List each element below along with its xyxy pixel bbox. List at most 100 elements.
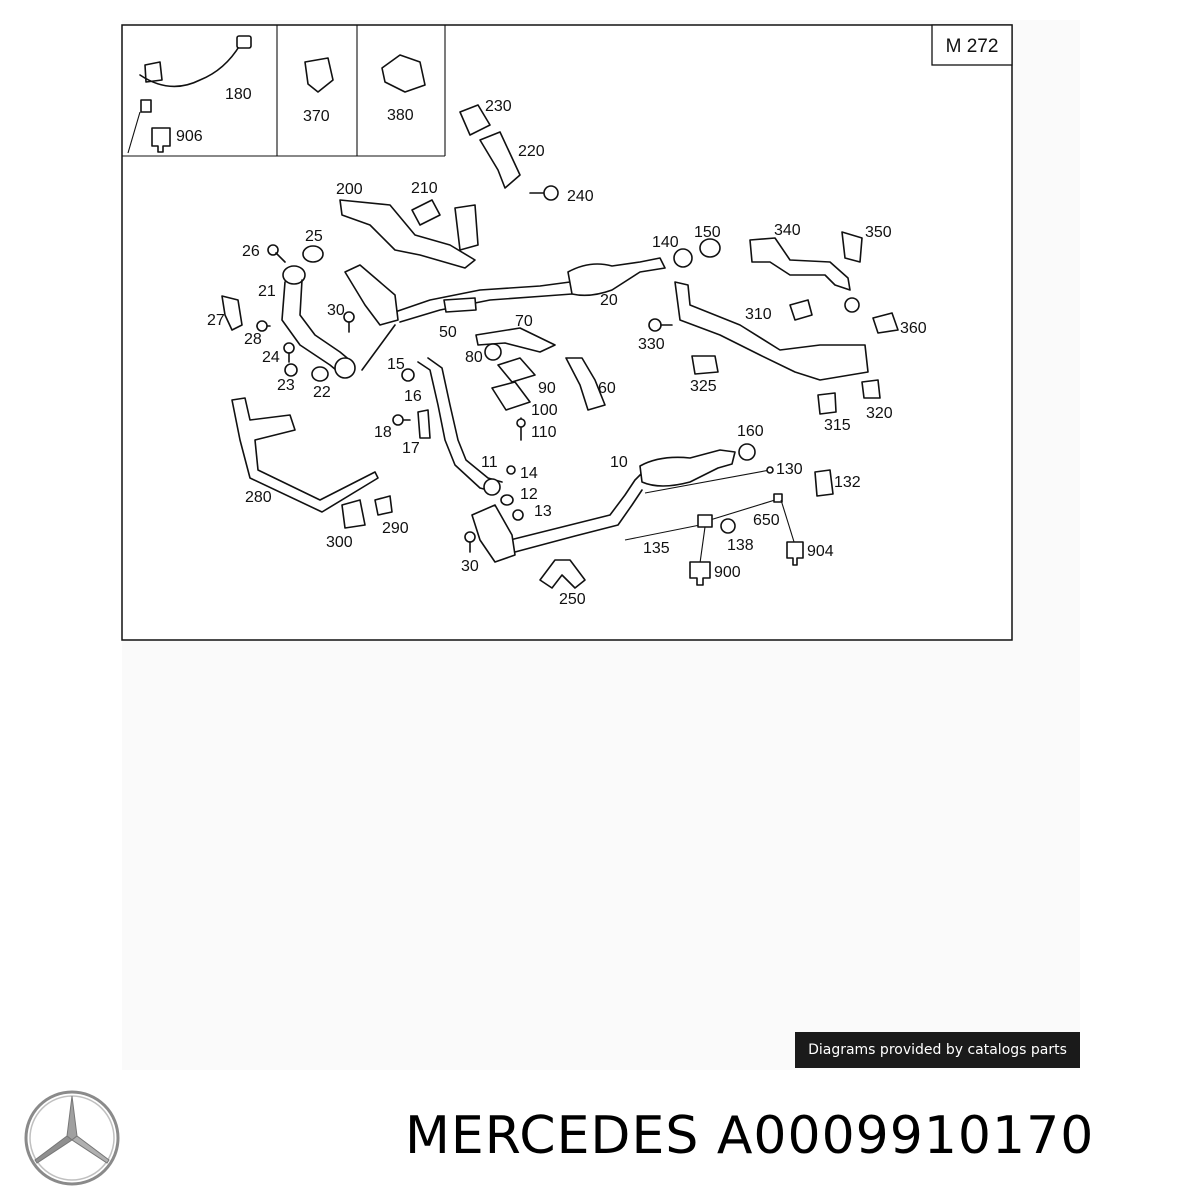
connector-904-shape bbox=[786, 541, 804, 566]
part-label-370: 370 bbox=[303, 108, 330, 125]
part-label-14: 14 bbox=[520, 465, 538, 482]
product-title: MERCEDES A0009910170 bbox=[405, 1106, 1095, 1166]
bracket-340-shape bbox=[749, 237, 851, 291]
part-label-24: 24 bbox=[262, 349, 280, 366]
bracket-290-shape bbox=[374, 495, 393, 516]
connector-132-shape bbox=[814, 469, 834, 497]
inset-boxes bbox=[122, 25, 446, 157]
downpipe-21 bbox=[281, 265, 356, 379]
part-label-12: 12 bbox=[520, 486, 538, 503]
part-label-90: 90 bbox=[538, 380, 556, 397]
catalytic-converter-upper bbox=[344, 264, 399, 326]
bolt-18 bbox=[392, 414, 411, 426]
mount-100-shape bbox=[491, 381, 531, 411]
bracket-250-shape bbox=[539, 559, 586, 589]
bolt-26 bbox=[267, 244, 286, 263]
part-label-22: 22 bbox=[313, 384, 331, 401]
clip-320-shape bbox=[861, 379, 881, 399]
gasket-25-shape bbox=[302, 245, 324, 263]
connector-906-top bbox=[140, 99, 152, 113]
part-label-150: 150 bbox=[694, 224, 721, 241]
diagram-credit-text: Diagrams provided by catalogs parts bbox=[808, 1042, 1067, 1058]
sensor-cable-650 bbox=[709, 493, 796, 546]
bolt-30b bbox=[464, 531, 476, 553]
part-label-380: 380 bbox=[387, 107, 414, 124]
part-label-27: 27 bbox=[207, 312, 225, 329]
part-label-340: 340 bbox=[774, 222, 801, 239]
bracket-210-shape bbox=[411, 199, 441, 226]
grommet-138-shape bbox=[720, 518, 736, 534]
mercedes-star-logo bbox=[24, 1090, 120, 1186]
bracket-300-shape bbox=[341, 499, 366, 529]
bolt-240 bbox=[529, 185, 559, 201]
diagram-credit-banner: Diagrams provided by catalogs parts bbox=[795, 1032, 1080, 1068]
part-label-160: 160 bbox=[737, 423, 764, 440]
bolt-28 bbox=[256, 320, 271, 332]
bracket-220-shape bbox=[479, 131, 521, 189]
engine-label: M 272 bbox=[946, 36, 999, 57]
bracket-17-shape bbox=[417, 409, 431, 439]
sensor-cable-135 bbox=[624, 514, 713, 564]
part-label-30-upper: 30 bbox=[327, 302, 345, 319]
part-label-320: 320 bbox=[866, 405, 893, 422]
clip-370-shape bbox=[304, 57, 334, 93]
part-label-315: 315 bbox=[824, 417, 851, 434]
part-label-330: 330 bbox=[638, 336, 665, 353]
nut-23-shape bbox=[284, 363, 298, 377]
part-label-904: 904 bbox=[807, 543, 834, 560]
part-label-350: 350 bbox=[865, 224, 892, 241]
part-label-80: 80 bbox=[465, 349, 483, 366]
clip-325-shape bbox=[691, 355, 719, 375]
ring-350-shape bbox=[844, 297, 860, 313]
part-label-25: 25 bbox=[305, 228, 323, 245]
sensor-cable-130 bbox=[644, 466, 774, 494]
part-label-200: 200 bbox=[336, 181, 363, 198]
bolt-30a bbox=[343, 311, 355, 333]
bracket-210b-shape bbox=[454, 204, 479, 251]
rear-exhaust-10 bbox=[509, 449, 736, 553]
bracket-350-shape bbox=[841, 231, 863, 263]
part-label-16: 16 bbox=[404, 388, 422, 405]
bracket-230-shape bbox=[459, 104, 491, 136]
part-label-10: 10 bbox=[610, 454, 628, 471]
bolt-330 bbox=[648, 318, 673, 332]
part-label-15: 15 bbox=[387, 356, 405, 373]
part-label-23: 23 bbox=[277, 377, 295, 394]
part-label-13: 13 bbox=[534, 503, 552, 520]
part-label-30-lower: 30 bbox=[461, 558, 479, 575]
bracket-380-shape bbox=[381, 54, 426, 93]
part-label-60: 60 bbox=[598, 380, 616, 397]
part-label-240: 240 bbox=[567, 188, 594, 205]
part-label-135: 135 bbox=[643, 540, 670, 557]
bracket-280-shape bbox=[231, 397, 379, 513]
clip-360-shape bbox=[872, 312, 899, 334]
bracket-200-shape bbox=[339, 199, 476, 269]
clamp-140-shape bbox=[673, 248, 693, 268]
part-label-70: 70 bbox=[515, 313, 533, 330]
part-label-138: 138 bbox=[727, 537, 754, 554]
clamp-160-shape bbox=[738, 443, 756, 461]
hanger-70-shape bbox=[475, 327, 556, 353]
part-label-210: 210 bbox=[411, 180, 438, 197]
engine-label-box bbox=[931, 24, 1013, 66]
part-label-26: 26 bbox=[242, 243, 260, 260]
part-label-17: 17 bbox=[402, 440, 420, 457]
part-label-230: 230 bbox=[485, 98, 512, 115]
part-label-280: 280 bbox=[245, 489, 272, 506]
bracket-27-shape bbox=[221, 295, 243, 331]
part-label-50: 50 bbox=[439, 324, 457, 341]
part-label-140: 140 bbox=[652, 234, 679, 251]
connector-906-shape bbox=[151, 127, 171, 153]
part-label-220: 220 bbox=[518, 143, 545, 160]
part-label-325: 325 bbox=[690, 378, 717, 395]
clip-315-shape bbox=[817, 392, 837, 415]
part-label-130: 130 bbox=[776, 461, 803, 478]
downpipe-right bbox=[401, 357, 503, 496]
front-pipe-20 bbox=[394, 257, 666, 323]
part-label-11: 11 bbox=[481, 454, 498, 471]
isolator-80-shape bbox=[484, 343, 502, 361]
connector-900-shape bbox=[689, 561, 711, 586]
part-label-20: 20 bbox=[600, 292, 618, 309]
part-label-310: 310 bbox=[745, 306, 772, 323]
